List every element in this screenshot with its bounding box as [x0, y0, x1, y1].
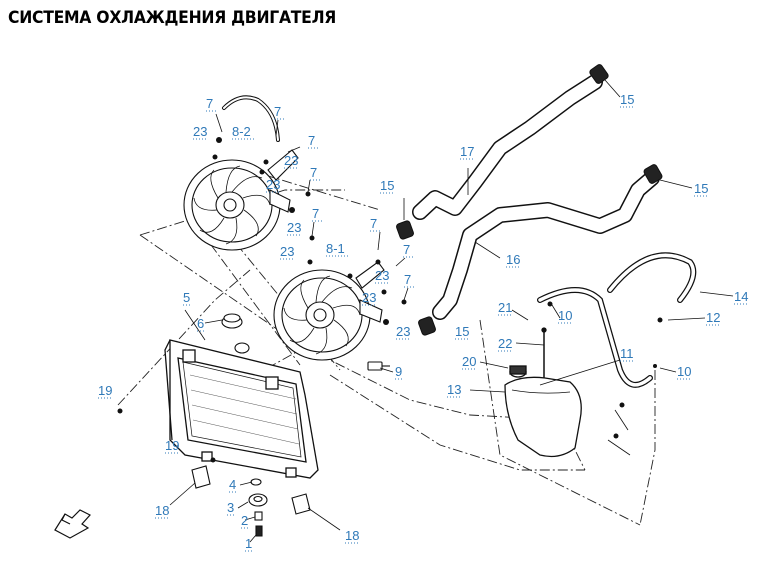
page-title: СИСТЕМА ОХЛАЖДЕНИЯ ДВИГАТЕЛЯ: [8, 8, 337, 28]
callout-7: 7: [403, 242, 410, 257]
clamp-15-top: [589, 64, 609, 84]
callout-13: 13: [447, 382, 461, 397]
radiator-cap: [221, 313, 250, 354]
callout-23: 23: [284, 153, 298, 168]
callout-23: 23: [193, 124, 207, 139]
callout-23: 23: [280, 244, 294, 259]
clamp-15-lower: [418, 316, 436, 336]
callout-14: 14: [734, 289, 748, 304]
callout-8-1: 8-1: [326, 241, 345, 256]
coolant-reservoir: [504, 327, 582, 458]
callout-3: 3: [227, 500, 234, 515]
callout-4: 4: [229, 477, 236, 492]
arrow-icon: [54, 509, 91, 539]
callout-23: 23: [266, 177, 280, 192]
callout-23: 23: [375, 268, 389, 283]
callout-11: 11: [620, 346, 634, 361]
clamp-15-middle: [396, 220, 414, 240]
callout-17: 17: [460, 144, 474, 159]
callout-7: 7: [308, 133, 315, 148]
callout-15: 15: [380, 178, 394, 193]
callout-21: 21: [498, 300, 512, 315]
callout-16: 16: [506, 252, 520, 267]
fan-8-1: [273, 261, 385, 361]
fan-8-2: [183, 149, 299, 251]
callout-10: 10: [558, 308, 572, 323]
callout-18: 18: [345, 528, 359, 543]
radiator: [164, 339, 319, 479]
callout-15: 15: [694, 181, 708, 196]
callout-18: 18: [155, 503, 169, 518]
callout-22: 22: [498, 336, 512, 351]
callout-7: 7: [274, 104, 281, 119]
callout-9: 9: [395, 364, 402, 379]
callout-23: 23: [287, 220, 301, 235]
callout-7: 7: [312, 206, 319, 221]
callouts: 7 7 23 8-2 7 23 23 7 7 23 23 8-1 7 7 23 …: [98, 92, 749, 552]
callout-12: 12: [706, 310, 720, 325]
hose-14: [607, 252, 697, 303]
callout-7: 7: [404, 272, 411, 287]
fasteners: [117, 137, 663, 463]
drain-parts: [248, 478, 268, 537]
callout-15: 15: [455, 324, 469, 339]
callout-7: 7: [206, 96, 213, 111]
callout-6: 6: [197, 316, 204, 331]
callout-23: 23: [396, 324, 410, 339]
callout-19: 19: [165, 438, 179, 453]
radiator-core-fins: [189, 374, 300, 445]
sensor-9: [367, 361, 390, 371]
callout-leaders: [169, 79, 734, 543]
callout-8-2: 8-2: [232, 124, 251, 139]
callout-7: 7: [310, 165, 317, 180]
callout-19: 19: [98, 383, 112, 398]
callout-15: 15: [620, 92, 634, 107]
hose-16: [432, 170, 660, 320]
callout-1: 1: [245, 536, 252, 551]
callout-20: 20: [462, 354, 476, 369]
callout-23: 23: [362, 290, 376, 305]
hose-11: [537, 287, 653, 388]
callout-10: 10: [677, 364, 691, 379]
hose-17: [412, 74, 603, 220]
callout-2: 2: [241, 513, 248, 528]
callout-5: 5: [183, 290, 190, 305]
callout-7: 7: [370, 216, 377, 231]
rubber-mounts: [191, 465, 311, 515]
clamp-15-right: [643, 164, 663, 184]
